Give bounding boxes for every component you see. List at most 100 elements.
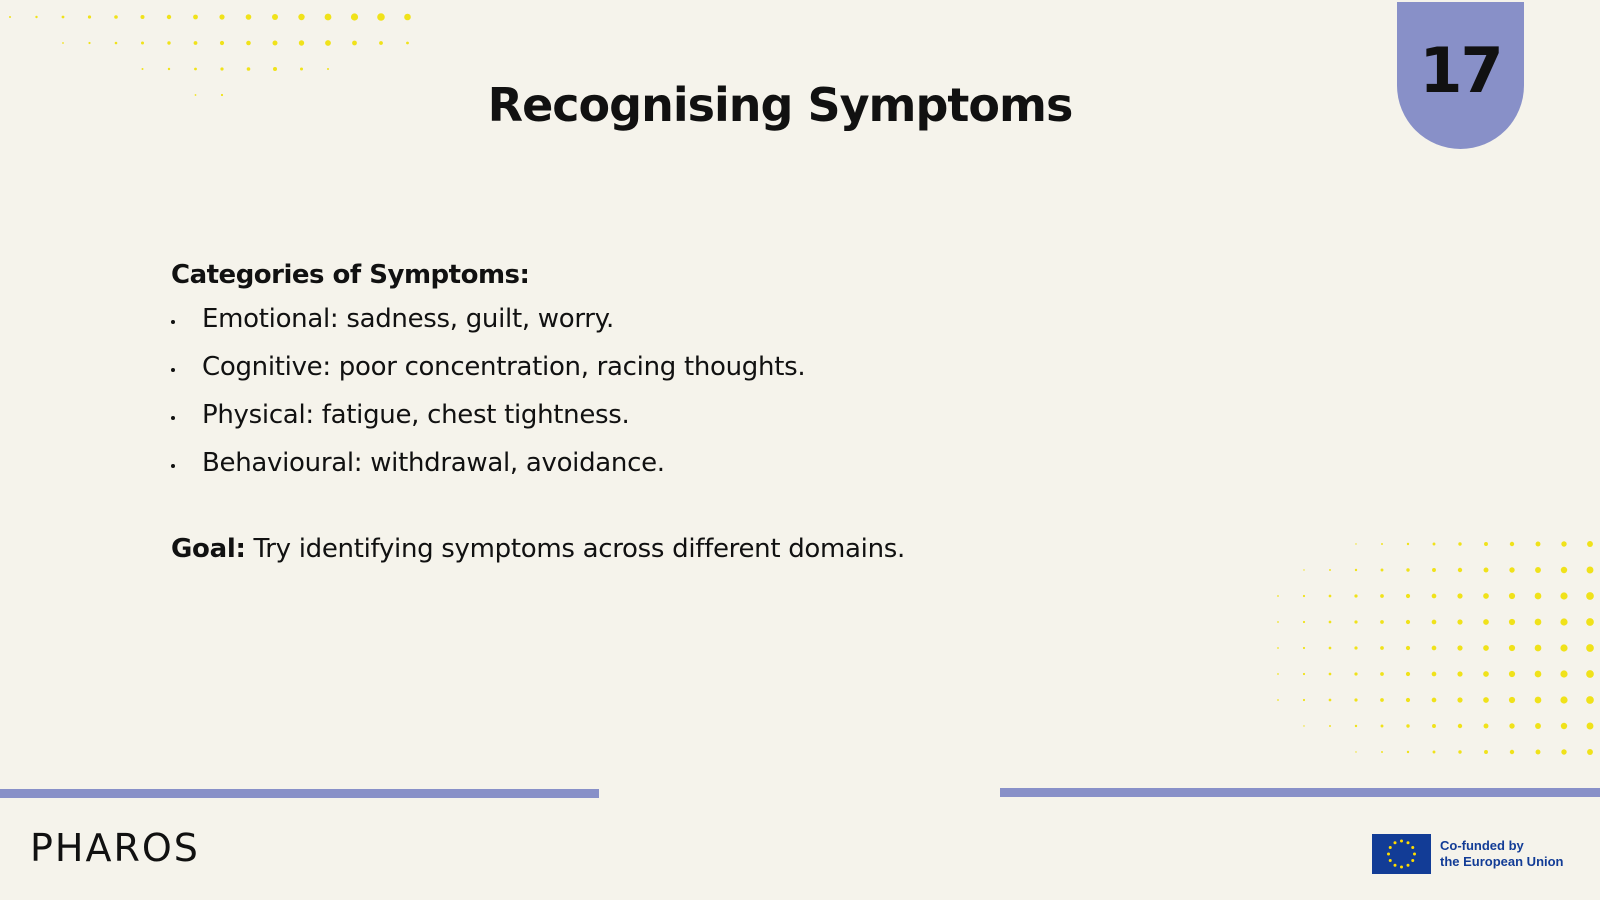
goal-text: Try identifying symptoms across differen… [245, 534, 906, 564]
decorative-dot [300, 67, 303, 71]
decorative-dot [1431, 593, 1437, 599]
decorative-dot [298, 13, 305, 21]
decorative-dot [1560, 670, 1568, 678]
decorative-dot [1405, 619, 1411, 625]
decorative-dot [1431, 697, 1437, 703]
categories-heading: Categories of Symptoms: [171, 260, 530, 290]
symptom-item-behavioural: Behavioural: withdrawal, avoidance. [171, 446, 1171, 494]
decorative-dot [1457, 697, 1463, 703]
eu-cofunded-logo: Co-funded by the European Union [1372, 834, 1564, 874]
decorative-dot [1355, 751, 1357, 753]
eu-star-icon [1388, 859, 1392, 862]
eu-flag-icon [1372, 834, 1431, 874]
decorative-dot [1328, 594, 1332, 598]
decorative-dot [1355, 543, 1357, 545]
decorative-dot [167, 41, 171, 45]
decorative-dot [1484, 542, 1488, 546]
footer-divider-left [0, 789, 599, 798]
decorative-dot [1534, 670, 1542, 678]
decorative-dot [350, 13, 359, 21]
decorative-dot [1406, 568, 1410, 572]
decorative-dot [1458, 750, 1462, 754]
decorative-dot [1561, 749, 1567, 755]
decorative-dot [1431, 671, 1437, 677]
slide-title: Recognising Symptoms [487, 78, 1074, 132]
decorative-dot [352, 40, 357, 46]
eu-star-icon [1400, 865, 1403, 869]
decorative-dot [325, 40, 331, 46]
eu-star-icon [1388, 846, 1392, 849]
decorative-dot [1405, 645, 1411, 651]
decorative-dot [1535, 723, 1541, 729]
decorative-dot [1380, 620, 1384, 624]
decorative-dot [114, 15, 118, 19]
decorative-dot [1483, 671, 1489, 677]
decorative-dot [193, 41, 198, 45]
decorative-dot [246, 67, 251, 71]
decorative-dot [1431, 619, 1437, 625]
decorative-dot [1586, 722, 1594, 730]
decorative-dot [1508, 618, 1516, 626]
decorative-dot [1534, 618, 1542, 626]
eu-star-icon [1413, 852, 1416, 856]
decorative-dot [1354, 594, 1358, 598]
symptom-text: Cognitive: poor concentration, racing th… [202, 352, 806, 382]
decorative-dot [1587, 541, 1593, 547]
decorative-dot [62, 42, 64, 44]
decorative-dot [1457, 593, 1463, 599]
decorative-dot [1483, 645, 1489, 651]
decorative-dot [1380, 672, 1384, 676]
decorative-dot [1586, 696, 1594, 704]
symptom-text: Emotional: sadness, guilt, worry. [202, 304, 615, 334]
eu-star-icon [1400, 839, 1403, 843]
decorative-dot [327, 68, 329, 70]
decorative-dot [1302, 594, 1306, 598]
decorative-dot-pattern-bottom-right [1277, 541, 1594, 755]
decorative-dot [140, 15, 145, 19]
decorative-dot [1432, 724, 1436, 728]
decorative-dot [1509, 749, 1515, 755]
decorative-dot [1483, 567, 1489, 573]
decorative-dot [1354, 646, 1358, 650]
decorative-dot [1406, 542, 1410, 546]
decorative-dot [272, 14, 278, 20]
decorative-dot [379, 41, 383, 45]
decorative-dot [1586, 566, 1594, 574]
decorative-dot [1354, 698, 1358, 702]
decorative-dot [1586, 670, 1594, 678]
decorative-dot [1534, 644, 1542, 652]
decorative-dot [1329, 725, 1331, 727]
decorative-dot [1432, 542, 1436, 546]
decorative-dot [1405, 697, 1411, 703]
eu-star-icon [1411, 859, 1415, 862]
decorative-dot [377, 13, 385, 21]
decorative-dot [1328, 672, 1332, 676]
decorative-dot [1380, 594, 1384, 598]
decorative-dot [1303, 725, 1305, 727]
decorative-dot [1302, 672, 1306, 676]
decorative-dot [1328, 646, 1332, 650]
decorative-dot [1587, 749, 1593, 755]
decorative-dot [1406, 750, 1410, 754]
decorative-dot [1586, 644, 1594, 652]
decorative-dot [1508, 670, 1516, 678]
decorative-dot [9, 16, 11, 18]
decorative-dot [141, 41, 144, 45]
decorative-dot [1508, 592, 1516, 600]
decorative-dot [1457, 671, 1463, 677]
decorative-dot [1380, 568, 1384, 572]
decorative-dot [1483, 619, 1489, 625]
decorative-dot [1380, 698, 1384, 702]
decorative-dot [1380, 724, 1384, 728]
decorative-dot [1302, 698, 1306, 702]
decorative-dot [1354, 620, 1358, 624]
pharos-logo: PHAROS [30, 826, 200, 870]
eu-stars [1387, 839, 1416, 869]
decorative-dot [220, 67, 224, 71]
eu-star-icon [1406, 863, 1410, 867]
decorative-dot [87, 15, 92, 19]
decorative-dot [1535, 541, 1541, 547]
decorative-dot [1509, 541, 1515, 547]
decorative-dot [324, 13, 332, 21]
decorative-dot [1457, 619, 1463, 625]
